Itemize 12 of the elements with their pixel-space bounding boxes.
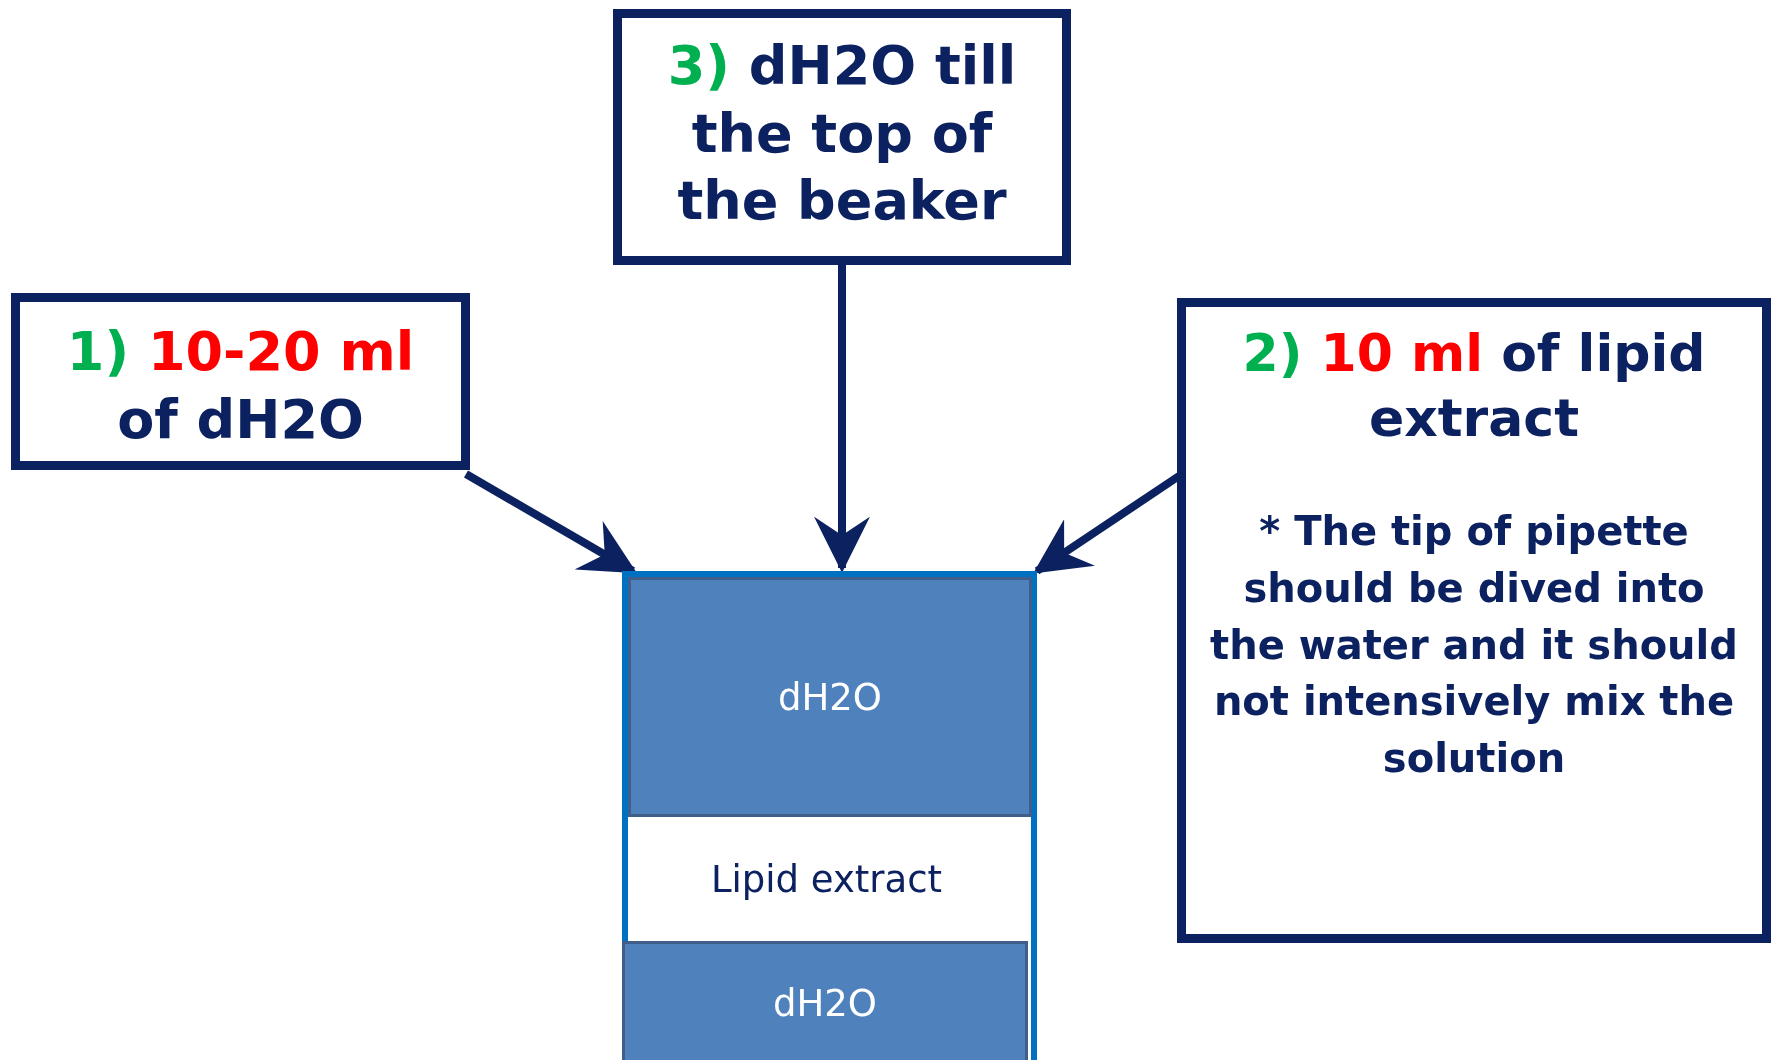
arrow	[464, 470, 638, 575]
arrow	[814, 265, 870, 573]
water-layer: dH2O	[628, 577, 1032, 817]
step-heading: 3) dH2O till the top of the beaker	[666, 33, 1018, 234]
beaker-drawing	[622, 571, 1037, 1060]
step-box	[613, 9, 1071, 265]
step-box	[1177, 298, 1771, 943]
water-layer: dH2O	[622, 941, 1028, 1060]
step-heading: 2) 10 ml of lipid extract	[1241, 322, 1707, 450]
note-text: * The tip of pipette should be dived into the water and it should not intensively mix the solution	[1209, 507, 1739, 784]
step-heading: 1) 10-20 ml of dH2O	[65, 319, 416, 453]
step-box	[11, 293, 470, 470]
